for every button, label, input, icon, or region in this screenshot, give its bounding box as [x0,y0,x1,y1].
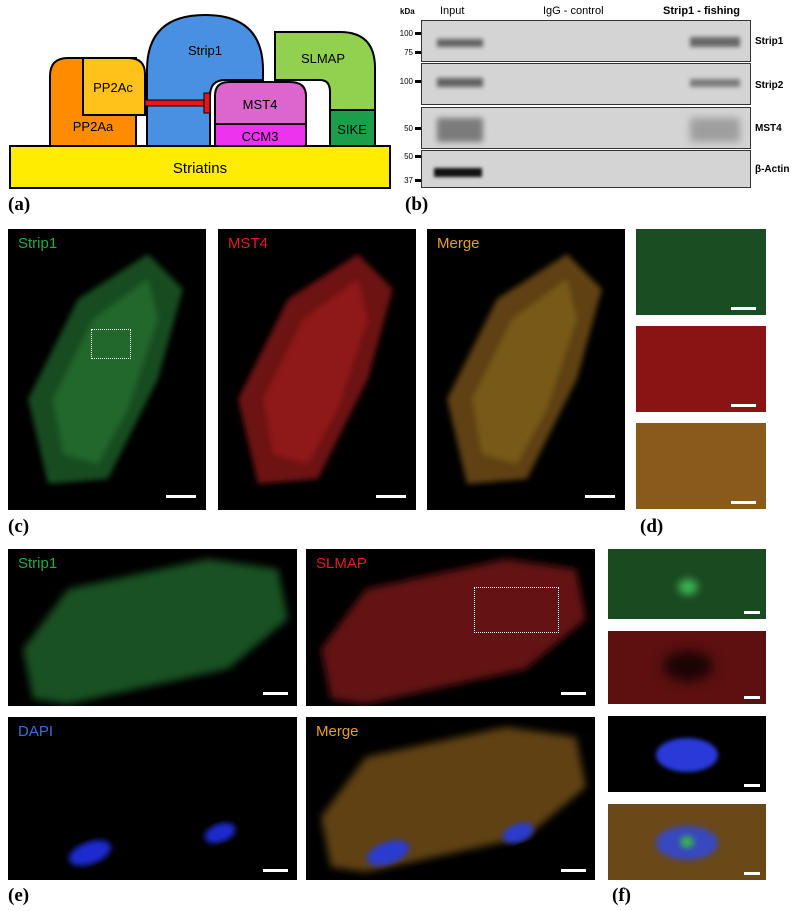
complex-schematic: PP2Ac PP2Aa Strip1 SLMAP SIKE MST4 CCM3 … [9,13,391,189]
scale-bar [744,784,760,787]
channel-label: Strip1 [18,235,58,252]
micrograph-e-slmap: SLMAP [306,549,595,706]
marker: 100 [399,29,413,38]
scale-bar [731,501,756,504]
striatins-label: Striatins [173,160,227,177]
scale-bar [263,692,288,695]
inhibition-arrow [144,99,208,107]
zoom-box [91,329,131,359]
scale-bar [263,869,288,872]
mst4-block [214,81,307,125]
sike-block [329,109,376,149]
channel-label: Merge [316,723,359,740]
scale-bar [744,872,760,875]
micrograph-c-merge: Merge [427,229,625,510]
row-label-actin: β-Actin [755,164,790,175]
column-igg: IgG - control [543,5,604,17]
panel-label-b: (b) [405,194,429,215]
sike-label: SIKE [337,122,367,137]
mst4-label: MST4 [243,97,278,112]
scale-bar [744,696,760,699]
panel-label-c: (c) [8,516,30,537]
zoom-f-slmap [608,631,766,704]
micrograph-e-dapi: DAPI [8,717,297,880]
scale-bar [166,495,196,498]
channel-label: DAPI [18,723,54,740]
channel-label: MST4 [228,235,269,252]
micrograph-c-mst4: MST4 [218,229,416,510]
zoom-f-merge [608,804,766,880]
zoom-d-strip1 [636,229,766,315]
panel-label-d: (d) [640,516,664,537]
zoom-box [474,587,559,633]
row-label-strip2: Strip2 [755,80,784,91]
panel-label-a: (a) [8,194,31,215]
blot-strip-mst4 [421,107,751,149]
marker: 100 [399,77,413,86]
scale-bar [585,495,615,498]
column-strip1: Strip1 - fishing [663,5,740,17]
scale-bar [376,495,406,498]
striatins-block [9,145,391,189]
zoom-f-dapi [608,716,766,792]
column-input: Input [440,5,465,17]
micrograph-c-strip1: Strip1 [8,229,206,510]
pp2aa-label: PP2Aa [73,119,114,134]
blot-strip-strip1 [421,20,751,62]
ccm3-label: CCM3 [242,129,279,144]
zoom-d-mst4 [636,326,766,412]
scale-bar [561,692,586,695]
marker: 50 [404,152,413,161]
zoom-d-merge [636,423,766,509]
scale-bar [744,611,760,614]
micrograph-e-merge: Merge [306,717,595,880]
strip1-block [146,13,264,149]
panel-label-e: (e) [8,885,30,906]
pp2ac-label: PP2Ac [93,80,133,95]
channel-label: Strip1 [18,555,58,572]
scale-bar [731,307,756,310]
slmap-label: SLMAP [301,51,345,66]
scale-bar [731,404,756,407]
zoom-f-strip1 [608,549,766,619]
blot-strip-actin [421,150,751,188]
blot-strip-strip2 [421,63,751,105]
marker: 50 [404,124,413,133]
strip1-label: Strip1 [188,43,222,58]
scale-bar [561,869,586,872]
row-label-strip1: Strip1 [755,36,784,47]
kda-unit: kDa [400,7,415,16]
channel-label: SLMAP [316,555,367,572]
micrograph-e-strip1: Strip1 [8,549,297,706]
row-label-mst4: MST4 [755,123,782,134]
marker: 75 [404,48,413,57]
channel-label: Merge [437,235,480,252]
marker: 37 [404,176,413,185]
panel-label-f: (f) [612,885,631,906]
